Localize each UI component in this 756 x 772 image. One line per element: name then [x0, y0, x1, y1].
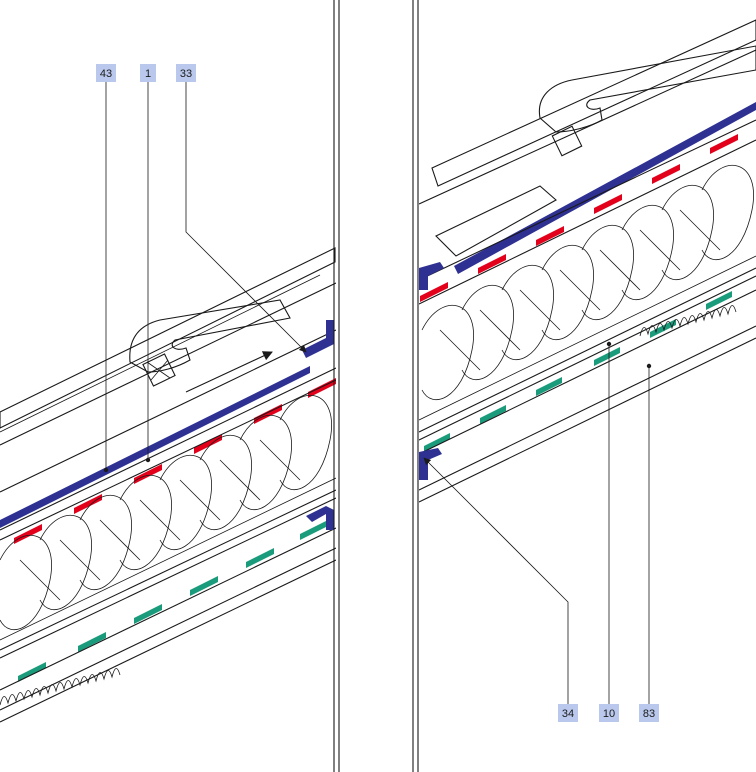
tile-nose-profile-right: [538, 45, 756, 133]
label-33-text: 33: [180, 68, 192, 80]
roof-tile-board: [0, 247, 336, 429]
leader-33: [185, 82, 307, 353]
label-tag-83: 83: [639, 704, 659, 722]
label-43-text: 43: [100, 68, 112, 80]
tile-batten-right: [551, 125, 583, 157]
tile-nose-profile: [129, 299, 291, 373]
wall-clip-lower: [306, 506, 334, 530]
label-10-text: 10: [603, 708, 615, 720]
roof-tile-board-right: [431, 19, 756, 187]
upper-rafter-line: [0, 329, 336, 493]
batten-line: [0, 282, 336, 446]
membrane-band-right: [454, 102, 756, 274]
insulation-loops-right: [419, 164, 756, 421]
label-tag-10: 10: [599, 704, 619, 722]
label-tag-43: 43: [96, 64, 116, 82]
label-34-text: 34: [562, 708, 574, 720]
wall-clip-right-lower: [419, 448, 442, 480]
airtight-tape-set-left: [18, 520, 328, 682]
label-1-text: 1: [145, 68, 151, 80]
wall-clip-right-upper: [419, 262, 444, 290]
label-tag-34: 34: [558, 704, 578, 722]
tile-board-lower-right: [435, 185, 557, 257]
insulation-loops-left: [0, 394, 336, 641]
membrane-band: [0, 366, 310, 528]
right-section: [419, 19, 756, 503]
ventilation-arrow: [185, 351, 273, 393]
leader-lines: [103, 82, 652, 704]
airtight-tape-set-right: [424, 291, 732, 452]
left-section: [0, 247, 336, 723]
label-tag-33: 33: [176, 64, 196, 82]
label-83-text: 83: [643, 708, 655, 720]
vapour-tape-set-right: [420, 134, 738, 302]
tile-edge-line: [0, 274, 321, 433]
leader-34: [423, 457, 569, 704]
label-tag-1: 1: [140, 64, 156, 82]
spring-layer-right: [639, 305, 737, 337]
wall-clip-upper: [302, 320, 334, 358]
spring-layer-left: [0, 668, 121, 706]
